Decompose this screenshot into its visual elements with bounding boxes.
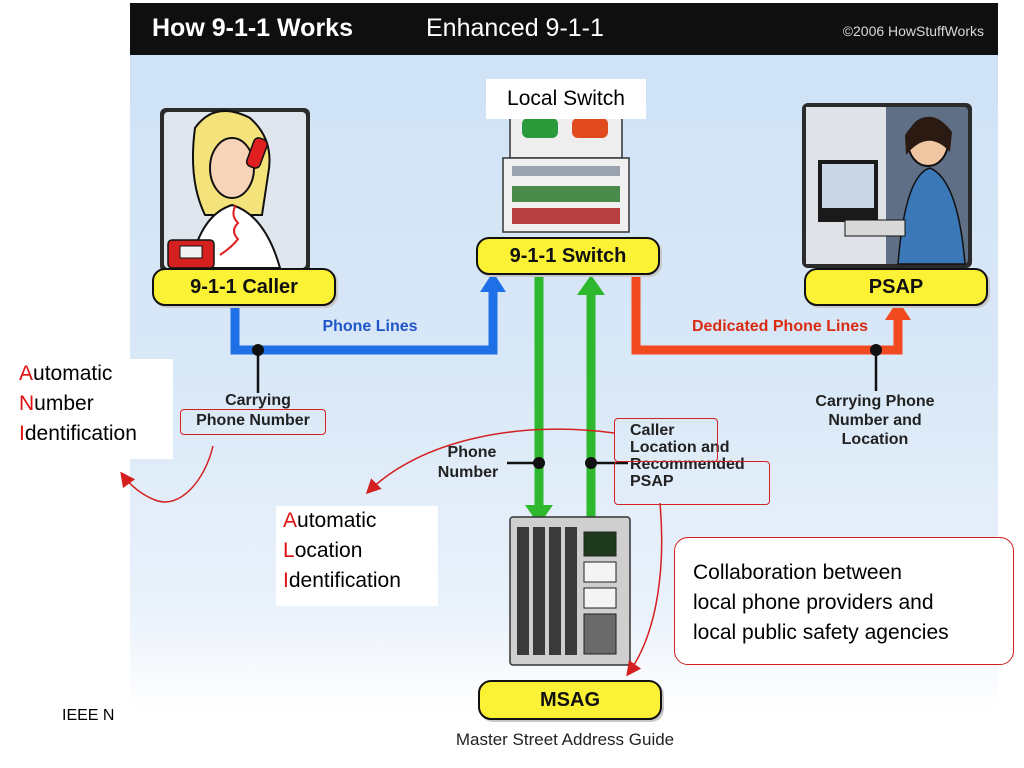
switch-pill: 9-1-1 Switch	[476, 237, 660, 275]
caller-location-highlight	[614, 418, 718, 462]
local-switch-illustration	[502, 117, 630, 233]
msag-number-label: Number	[437, 464, 499, 481]
diagram-title: How 9-1-1 Works	[152, 14, 353, 42]
ani-word-a: utomatic	[33, 362, 113, 385]
phone-lines-connection	[230, 272, 506, 355]
psap-label: PSAP	[868, 276, 924, 298]
junction-dot	[533, 457, 545, 469]
ali-word-i: dentification	[288, 569, 401, 592]
local-switch-label: Local Switch	[486, 79, 646, 119]
ani-annotation: Automatic Number Identification	[12, 359, 173, 459]
msag-pill: MSAG	[478, 680, 662, 720]
collab-line3: local public safety agencies	[693, 621, 949, 644]
footer-text: IEEE N	[62, 707, 115, 724]
dedicated-lines-connection	[631, 274, 911, 355]
ani-word-n: umber	[34, 392, 94, 415]
psap-pill: PSAP	[804, 268, 988, 306]
psap-operator-illustration	[802, 103, 972, 268]
caller-illustration	[160, 108, 310, 272]
ali-letter-l: L	[283, 539, 295, 562]
ani-word-i: dentification	[24, 422, 137, 445]
junction-dot	[870, 344, 882, 356]
collab-line2: local phone providers and	[693, 591, 934, 614]
ali-annotation: Automatic Location Identification	[276, 506, 438, 606]
caller-location-line4: PSAP	[630, 473, 674, 490]
junction-leads	[256, 350, 878, 465]
copyright-notice: ©2006 HowStuffWorks	[842, 23, 984, 39]
collaboration-note: Collaboration between local phone provid…	[674, 537, 1014, 665]
msag-label: MSAG	[540, 689, 600, 711]
psap-carrying-line2: Number and	[828, 412, 922, 429]
caller-location-line1: Caller	[630, 422, 675, 439]
title-bar: How 9-1-1 Works Enhanced 9-1-1 ©2006 How…	[130, 3, 998, 55]
ani-letter-n: N	[19, 392, 35, 415]
local-switch-text: Local Switch	[507, 87, 625, 110]
ali-word-a: utomatic	[297, 509, 377, 532]
dedicated-lines-label: Dedicated Phone Lines	[691, 318, 869, 335]
ali-word-l: ocation	[294, 539, 363, 562]
diagram-subtitle: Enhanced 9-1-1	[426, 14, 604, 42]
junction-dot	[585, 457, 597, 469]
carrying-phone-number-label: Phone Number	[196, 412, 310, 429]
psap-carrying-line3: Location	[841, 431, 909, 448]
phone-lines-label: Phone Lines	[322, 318, 418, 335]
ali-letter-i: I	[283, 569, 289, 592]
msag-caption: Master Street Address Guide	[455, 730, 675, 749]
annotation-arrows	[120, 428, 663, 677]
ani-letter-a: A	[19, 362, 34, 385]
caller-location-line2: Location and	[630, 439, 730, 456]
ani-letter-i: I	[19, 422, 25, 445]
msag-server-illustration	[509, 516, 631, 666]
ali-letter-a: A	[283, 509, 298, 532]
msag-phone-label: Phone	[447, 444, 497, 461]
switch-label: 9-1-1 Switch	[509, 245, 627, 267]
caller-label: 9-1-1 Caller	[190, 276, 298, 298]
carrying-label: Carrying	[225, 392, 291, 409]
psap-carrying-line1: Carrying Phone	[815, 393, 935, 410]
junction-dot	[252, 344, 264, 356]
collab-line1: Collaboration between	[693, 561, 902, 584]
phone-number-highlight	[180, 409, 326, 435]
recommended-psap-highlight	[614, 461, 770, 505]
switch-msag-connection	[525, 275, 605, 528]
caller-pill: 9-1-1 Caller	[152, 268, 336, 306]
